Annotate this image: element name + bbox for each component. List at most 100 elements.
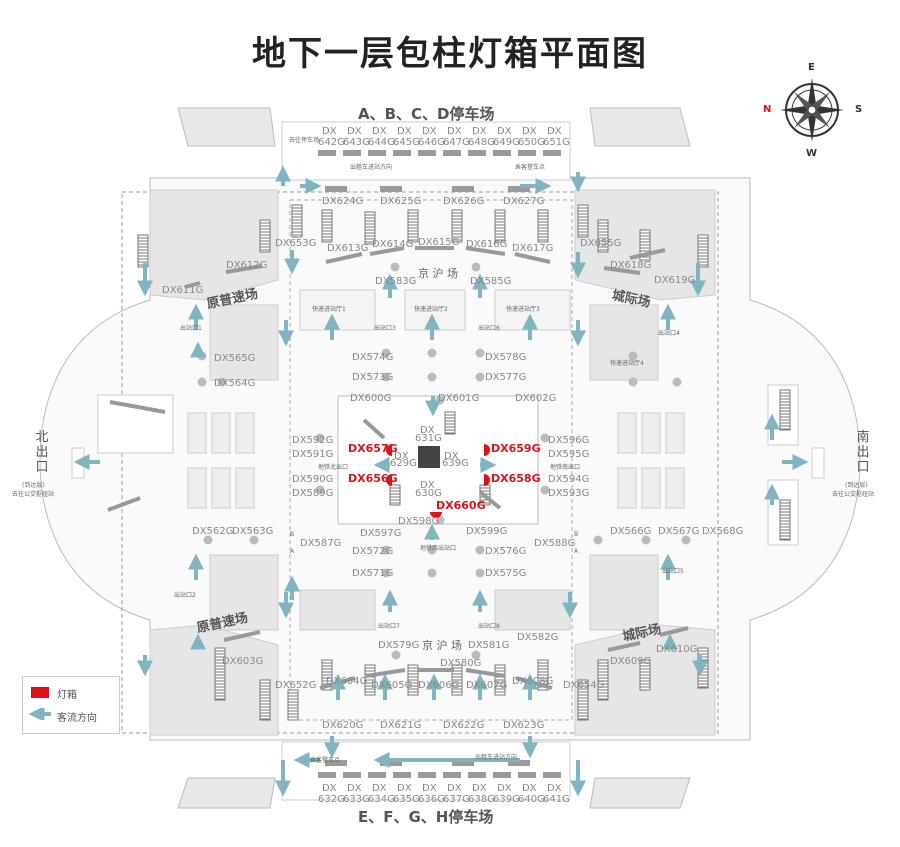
- bottom-code-l2: 640G: [518, 794, 545, 805]
- south-exit-line1: 南: [856, 430, 870, 445]
- top-code-blocks: [318, 150, 561, 192]
- red-lightbox-label: DX658G: [491, 472, 541, 485]
- code-block: [380, 760, 402, 766]
- dx-label: DX590G: [292, 474, 334, 485]
- column-bar: [369, 246, 405, 256]
- dx-label: DX627G: [503, 196, 545, 207]
- tiny-label: 出站口1: [180, 325, 202, 332]
- tiny-label: B: [290, 531, 295, 538]
- tiny-label: 出站口7: [378, 623, 400, 630]
- top-code-l1: DX: [397, 126, 412, 137]
- column-dot: [593, 535, 603, 545]
- column-dot: [381, 348, 391, 358]
- dx-label: DX599G: [466, 526, 508, 537]
- top-code-l2: 648G: [468, 137, 495, 148]
- corner-blocks: [177, 107, 691, 809]
- code-block: [368, 772, 386, 778]
- column-bars: [107, 246, 689, 690]
- dx-label: DX617G: [512, 243, 554, 254]
- tiny-label: 出站口5: [662, 568, 684, 575]
- code-block: [343, 772, 361, 778]
- tiny-label: 地铁南出口: [550, 464, 581, 471]
- dx-label: DX620G: [322, 720, 364, 731]
- column-dot: [381, 372, 391, 382]
- dx-label: DX589G: [292, 488, 334, 499]
- central-column: [418, 446, 440, 468]
- north-exit-sub1: (到达层): [22, 482, 45, 489]
- dx-label: DX621G: [380, 720, 422, 731]
- dx-label: DX608G: [512, 676, 554, 687]
- escalator: [259, 219, 271, 253]
- dx-label: DX618G: [610, 260, 652, 271]
- tiny-label: 出站口4: [658, 330, 680, 337]
- dx-label: DX622G: [443, 720, 485, 731]
- south-exit: 南 出 口: [843, 430, 883, 475]
- dx-label: DX580G: [440, 658, 482, 669]
- code-block: [318, 150, 336, 156]
- code-block: [443, 150, 461, 156]
- north-exit-line2: 出: [35, 445, 49, 460]
- column-dot: [475, 545, 485, 555]
- dx-label: DX568G: [702, 526, 744, 537]
- dx-label: DX565G: [214, 353, 256, 364]
- top-code-l2: 643G: [343, 137, 370, 148]
- column-dot: [435, 515, 445, 525]
- tiny-label: 乘客登车点: [515, 164, 546, 171]
- tiny-label: 出租车进站方向: [475, 754, 518, 761]
- dx-label: DX562G: [192, 526, 234, 537]
- tiny-label: 乘客登车点: [310, 757, 341, 764]
- column-bar: [603, 266, 641, 275]
- tiny-label: A: [290, 548, 295, 555]
- top-code-l1: DX: [422, 126, 437, 137]
- escalator: [577, 679, 589, 721]
- dx-label: DX594G: [548, 474, 590, 485]
- code-block: [493, 150, 511, 156]
- bottom-code-blocks: [318, 760, 561, 778]
- code-block: [380, 186, 402, 192]
- dx-label: DX563G: [232, 526, 274, 537]
- dx-label: DX614G: [372, 239, 414, 250]
- dx-label: DX: [444, 451, 459, 462]
- escalator: [291, 204, 303, 238]
- dx-label: DX597G: [360, 528, 402, 539]
- dx-label: DX564G: [214, 378, 256, 389]
- top-code-l1: DX: [447, 126, 462, 137]
- column-bar: [629, 248, 666, 260]
- top-code-l2: 649G: [493, 137, 520, 148]
- dx-label: DX581G: [468, 640, 510, 651]
- dx-label: DX616G: [466, 239, 508, 250]
- column-dot: [475, 568, 485, 578]
- code-block: [418, 772, 436, 778]
- bottom-code-l2: 636G: [418, 794, 445, 805]
- bottom-code-l2: 637G: [443, 794, 470, 805]
- escalator: [779, 499, 791, 541]
- legend-lightbox-label: 灯箱: [57, 690, 77, 701]
- bottom-code-l1: DX: [447, 783, 462, 794]
- dx-label: DX566G: [610, 526, 652, 537]
- column-bar: [607, 641, 641, 652]
- column-bar: [325, 252, 363, 264]
- dx-label: DX567G: [658, 526, 700, 537]
- escalator: [364, 211, 376, 245]
- dx-label: DX593G: [548, 488, 590, 499]
- bottom-code-l2: 635G: [393, 794, 420, 805]
- lightbox-657: [386, 444, 392, 456]
- column-dot: [471, 262, 481, 272]
- tiny-label: 地铁西出站口: [420, 545, 457, 552]
- bottom-code-l1: DX: [422, 783, 437, 794]
- dx-label: DX575G: [485, 568, 527, 579]
- column-dot: [203, 535, 213, 545]
- dx-label: DX612G: [226, 260, 268, 271]
- dx-label: DX588G: [534, 538, 576, 549]
- top-code-l2: 644G: [368, 137, 395, 148]
- top-code-l1: DX: [547, 126, 562, 137]
- column-dot: [217, 377, 227, 387]
- dx-label: DX624G: [322, 196, 364, 207]
- code-block: [518, 772, 536, 778]
- code-block: [508, 760, 530, 766]
- column-bar: [184, 281, 201, 289]
- column-bar: [514, 252, 551, 264]
- code-block: [452, 760, 474, 766]
- top-code-l2: 645G: [393, 137, 420, 148]
